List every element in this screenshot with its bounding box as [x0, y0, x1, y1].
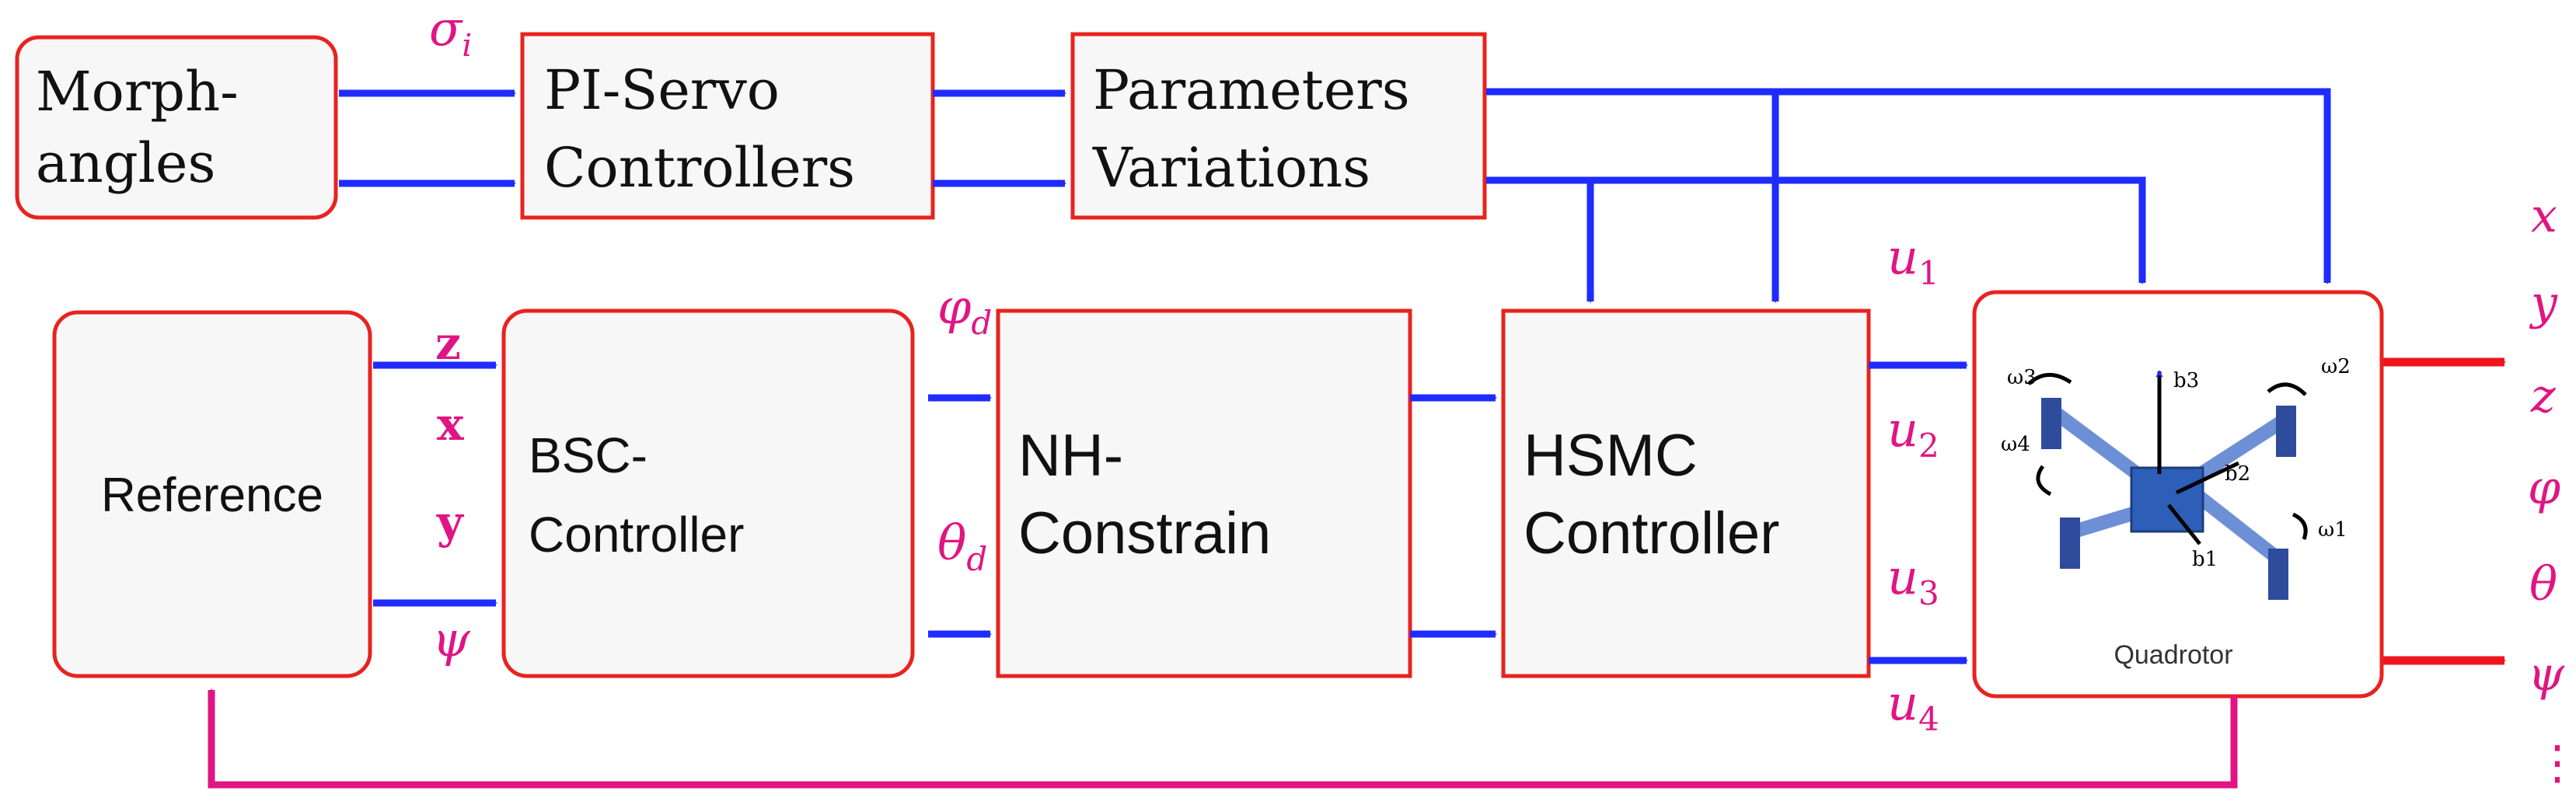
- rotor-4: [2060, 518, 2080, 569]
- pi-servo-line2: Controllers: [544, 136, 855, 200]
- signal-arrows: [339, 88, 2331, 664]
- omega3-label: ω3: [2007, 366, 2037, 389]
- pi-servo-block: PI-Servo Controllers: [520, 32, 935, 220]
- theta-d-label: θd: [937, 514, 987, 578]
- hsmc-line1: HSMC: [1524, 423, 1698, 489]
- ref-z-label: z: [435, 317, 461, 370]
- b2-label: b2: [2225, 462, 2250, 486]
- bsc-line1: BSC-: [529, 427, 647, 483]
- output-theta: θ: [2529, 557, 2557, 612]
- rotor-2: [2276, 406, 2296, 457]
- morph-angles-line1: Morph-: [36, 60, 239, 124]
- sigma-label: σi: [429, 0, 472, 64]
- morph-angles-line2: angles: [36, 131, 215, 195]
- reference-label: Reference: [101, 469, 323, 522]
- parameters-variations-block: Parameters Variations: [1070, 32, 1487, 220]
- b3-label: b3: [2173, 369, 2199, 392]
- omega1-label: ω1: [2318, 518, 2347, 542]
- omega2-label: ω2: [2321, 355, 2351, 378]
- nh-line1: NH-: [1018, 423, 1123, 489]
- u4-label: u4: [1887, 674, 1939, 738]
- quadrotor-block: ω3 ω2 ω4 ω1 b3 b2 b1 Quadrotor: [1972, 290, 2384, 699]
- rotor-1: [2268, 549, 2288, 600]
- morph-angles-block: Morph- angles: [15, 35, 338, 220]
- feedback-loop: [208, 688, 2238, 789]
- output-z: z: [2530, 369, 2556, 423]
- bsc-controller-block: BSC- Controller: [501, 308, 915, 678]
- output-phi: φ: [2528, 461, 2560, 515]
- output-more: ⋮: [2534, 736, 2576, 790]
- reference-block: Reference: [52, 310, 372, 678]
- parameters-line2: Variations: [1092, 136, 1370, 200]
- quadrotor-caption: Quadrotor: [2114, 640, 2232, 670]
- hsmc-controller-block: HSMC Controller: [1501, 308, 1871, 678]
- u3-label: u3: [1887, 549, 1939, 612]
- output-x: x: [2531, 189, 2557, 243]
- b1-label: b1: [2192, 548, 2218, 571]
- u1-label: u1: [1887, 228, 1939, 292]
- ref-x-label: x: [437, 398, 464, 451]
- bsc-line2: Controller: [529, 507, 744, 563]
- output-y: y: [2529, 276, 2558, 330]
- ref-psi-label: ψ: [432, 611, 471, 667]
- nh-line2: Constrain: [1018, 500, 1271, 566]
- quadrotor-body: [2130, 466, 2204, 533]
- output-labels: x y z φ θ ψ ⋮: [2528, 189, 2576, 790]
- nh-constrain-block: NH- Constrain: [996, 308, 1412, 678]
- quadrotor-illustration: ω3 ω2 ω4 ω1 b3 b2 b1: [2001, 355, 2351, 600]
- output-psi: ψ: [2528, 647, 2565, 702]
- output-arrows: [2383, 357, 2506, 665]
- ref-y-label: y: [436, 496, 465, 549]
- parameters-line1: Parameters: [1093, 58, 1410, 122]
- rotor-3: [2041, 398, 2061, 449]
- hsmc-line2: Controller: [1524, 500, 1779, 566]
- omega4-label: ω4: [2001, 433, 2030, 456]
- signal-labels: σi z x y ψ φd θd u1 u2 u3 u4: [429, 0, 1939, 738]
- pi-servo-line1: PI-Servo: [544, 58, 780, 122]
- phi-d-label: φd: [937, 278, 992, 342]
- u2-label: u2: [1887, 401, 1939, 465]
